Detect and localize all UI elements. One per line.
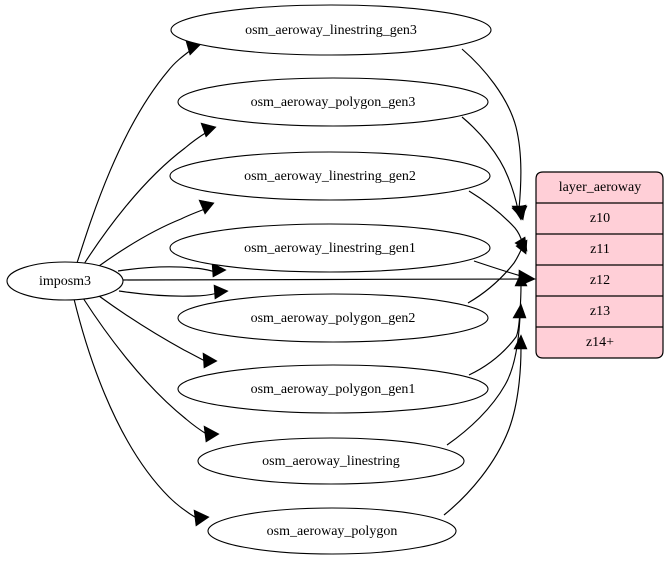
node-osm_aeroway_polygon_gen3[interactable]: osm_aeroway_polygon_gen3 [177,77,489,127]
edge-osm_aeroway_polygon_gen3-to-layer_aeroway-z10 [461,116,527,221]
node-osm_aeroway_linestring[interactable]: osm_aeroway_linestring [197,437,465,485]
table-row-label-z14: z14+ [586,335,614,350]
edge-imposm3-to-layer_aeroway-z12 [122,272,536,287]
node-label-osm_aeroway_polygon_gen3: osm_aeroway_polygon_gen3 [251,95,416,110]
edge-imposm3-to-osm_aeroway_polygon_gen3 [83,122,217,265]
node-layer_aeroway-table[interactable]: layer_aeroway z10 z11 z12 z13 z14+ [535,171,664,359]
node-imposm3[interactable]: imposm3 [6,261,124,301]
node-label-osm_aeroway_linestring_gen3: osm_aeroway_linestring_gen3 [245,23,417,38]
table-row-z12[interactable]: z12 [536,273,663,297]
node-osm_aeroway_polygon_gen1[interactable]: osm_aeroway_polygon_gen1 [177,364,489,414]
table-row-z14[interactable]: z14+ [586,335,614,350]
edge-imposm3-to-osm_aeroway_polygon_gen1 [98,295,218,369]
node-osm_aeroway_polygon_gen2[interactable]: osm_aeroway_polygon_gen2 [177,293,489,343]
edge-imposm3-to-osm_aeroway_linestring_gen3 [76,40,201,264]
edge-imposm3-to-osm_aeroway_polygon [73,298,210,527]
table-row-label-z12: z12 [590,273,610,288]
node-osm_aeroway_linestring_gen2[interactable]: osm_aeroway_linestring_gen2 [169,151,491,201]
table-row-label-z11: z11 [590,242,610,257]
edge-osm_aeroway_polygon_gen2-to-layer_aeroway-z11 [467,239,528,304]
node-label-osm_aeroway_linestring_gen2: osm_aeroway_linestring_gen2 [244,169,416,184]
nodes-layer: imposm3 osm_aeroway_linestring_gen3 osm_… [6,4,492,555]
edge-imposm3-to-osm_aeroway_polygon_gen2 [118,284,229,300]
edge-imposm3-to-osm_aeroway_linestring_gen2 [98,199,215,267]
table-row-z11[interactable]: z11 [536,242,663,266]
table-row-label-z10: z10 [590,211,610,226]
node-label-osm_aeroway_linestring: osm_aeroway_linestring [262,454,400,469]
edges-layer [73,40,536,527]
node-osm_aeroway_linestring_gen1[interactable]: osm_aeroway_linestring_gen1 [169,223,491,273]
table-row-label-z13: z13 [590,304,610,319]
edge-osm_aeroway_linestring_gen1-to-layer_aeroway-z12 [473,260,536,284]
edge-osm_aeroway_linestring_gen3-to-layer_aeroway-z10 [461,48,528,221]
edge-imposm3-to-osm_aeroway_linestring [82,297,220,443]
node-label-imposm3: imposm3 [39,274,91,289]
node-osm_aeroway_linestring_gen3[interactable]: osm_aeroway_linestring_gen3 [170,4,492,56]
edge-osm_aeroway_polygon_gen1-to-layer_aeroway-z12 [468,272,528,376]
edge-osm_aeroway_polygon-to-layer_aeroway-z14 [443,334,528,516]
edge-osm_aeroway_linestring-to-layer_aeroway-z13 [446,303,527,446]
table-header-label: layer_aeroway [559,180,641,195]
node-label-osm_aeroway_polygon: osm_aeroway_polygon [267,524,398,539]
edge-imposm3-to-osm_aeroway_linestring_gen1 [117,262,227,278]
node-osm_aeroway_polygon[interactable]: osm_aeroway_polygon [207,507,457,555]
table-row-z10[interactable]: z10 [536,211,663,235]
node-label-osm_aeroway_linestring_gen1: osm_aeroway_linestring_gen1 [244,241,416,256]
table-row-z13[interactable]: z13 [536,304,663,328]
node-label-osm_aeroway_polygon_gen2: osm_aeroway_polygon_gen2 [251,311,416,326]
node-label-osm_aeroway_polygon_gen1: osm_aeroway_polygon_gen1 [251,382,416,397]
table-header-cell: layer_aeroway [536,180,663,204]
